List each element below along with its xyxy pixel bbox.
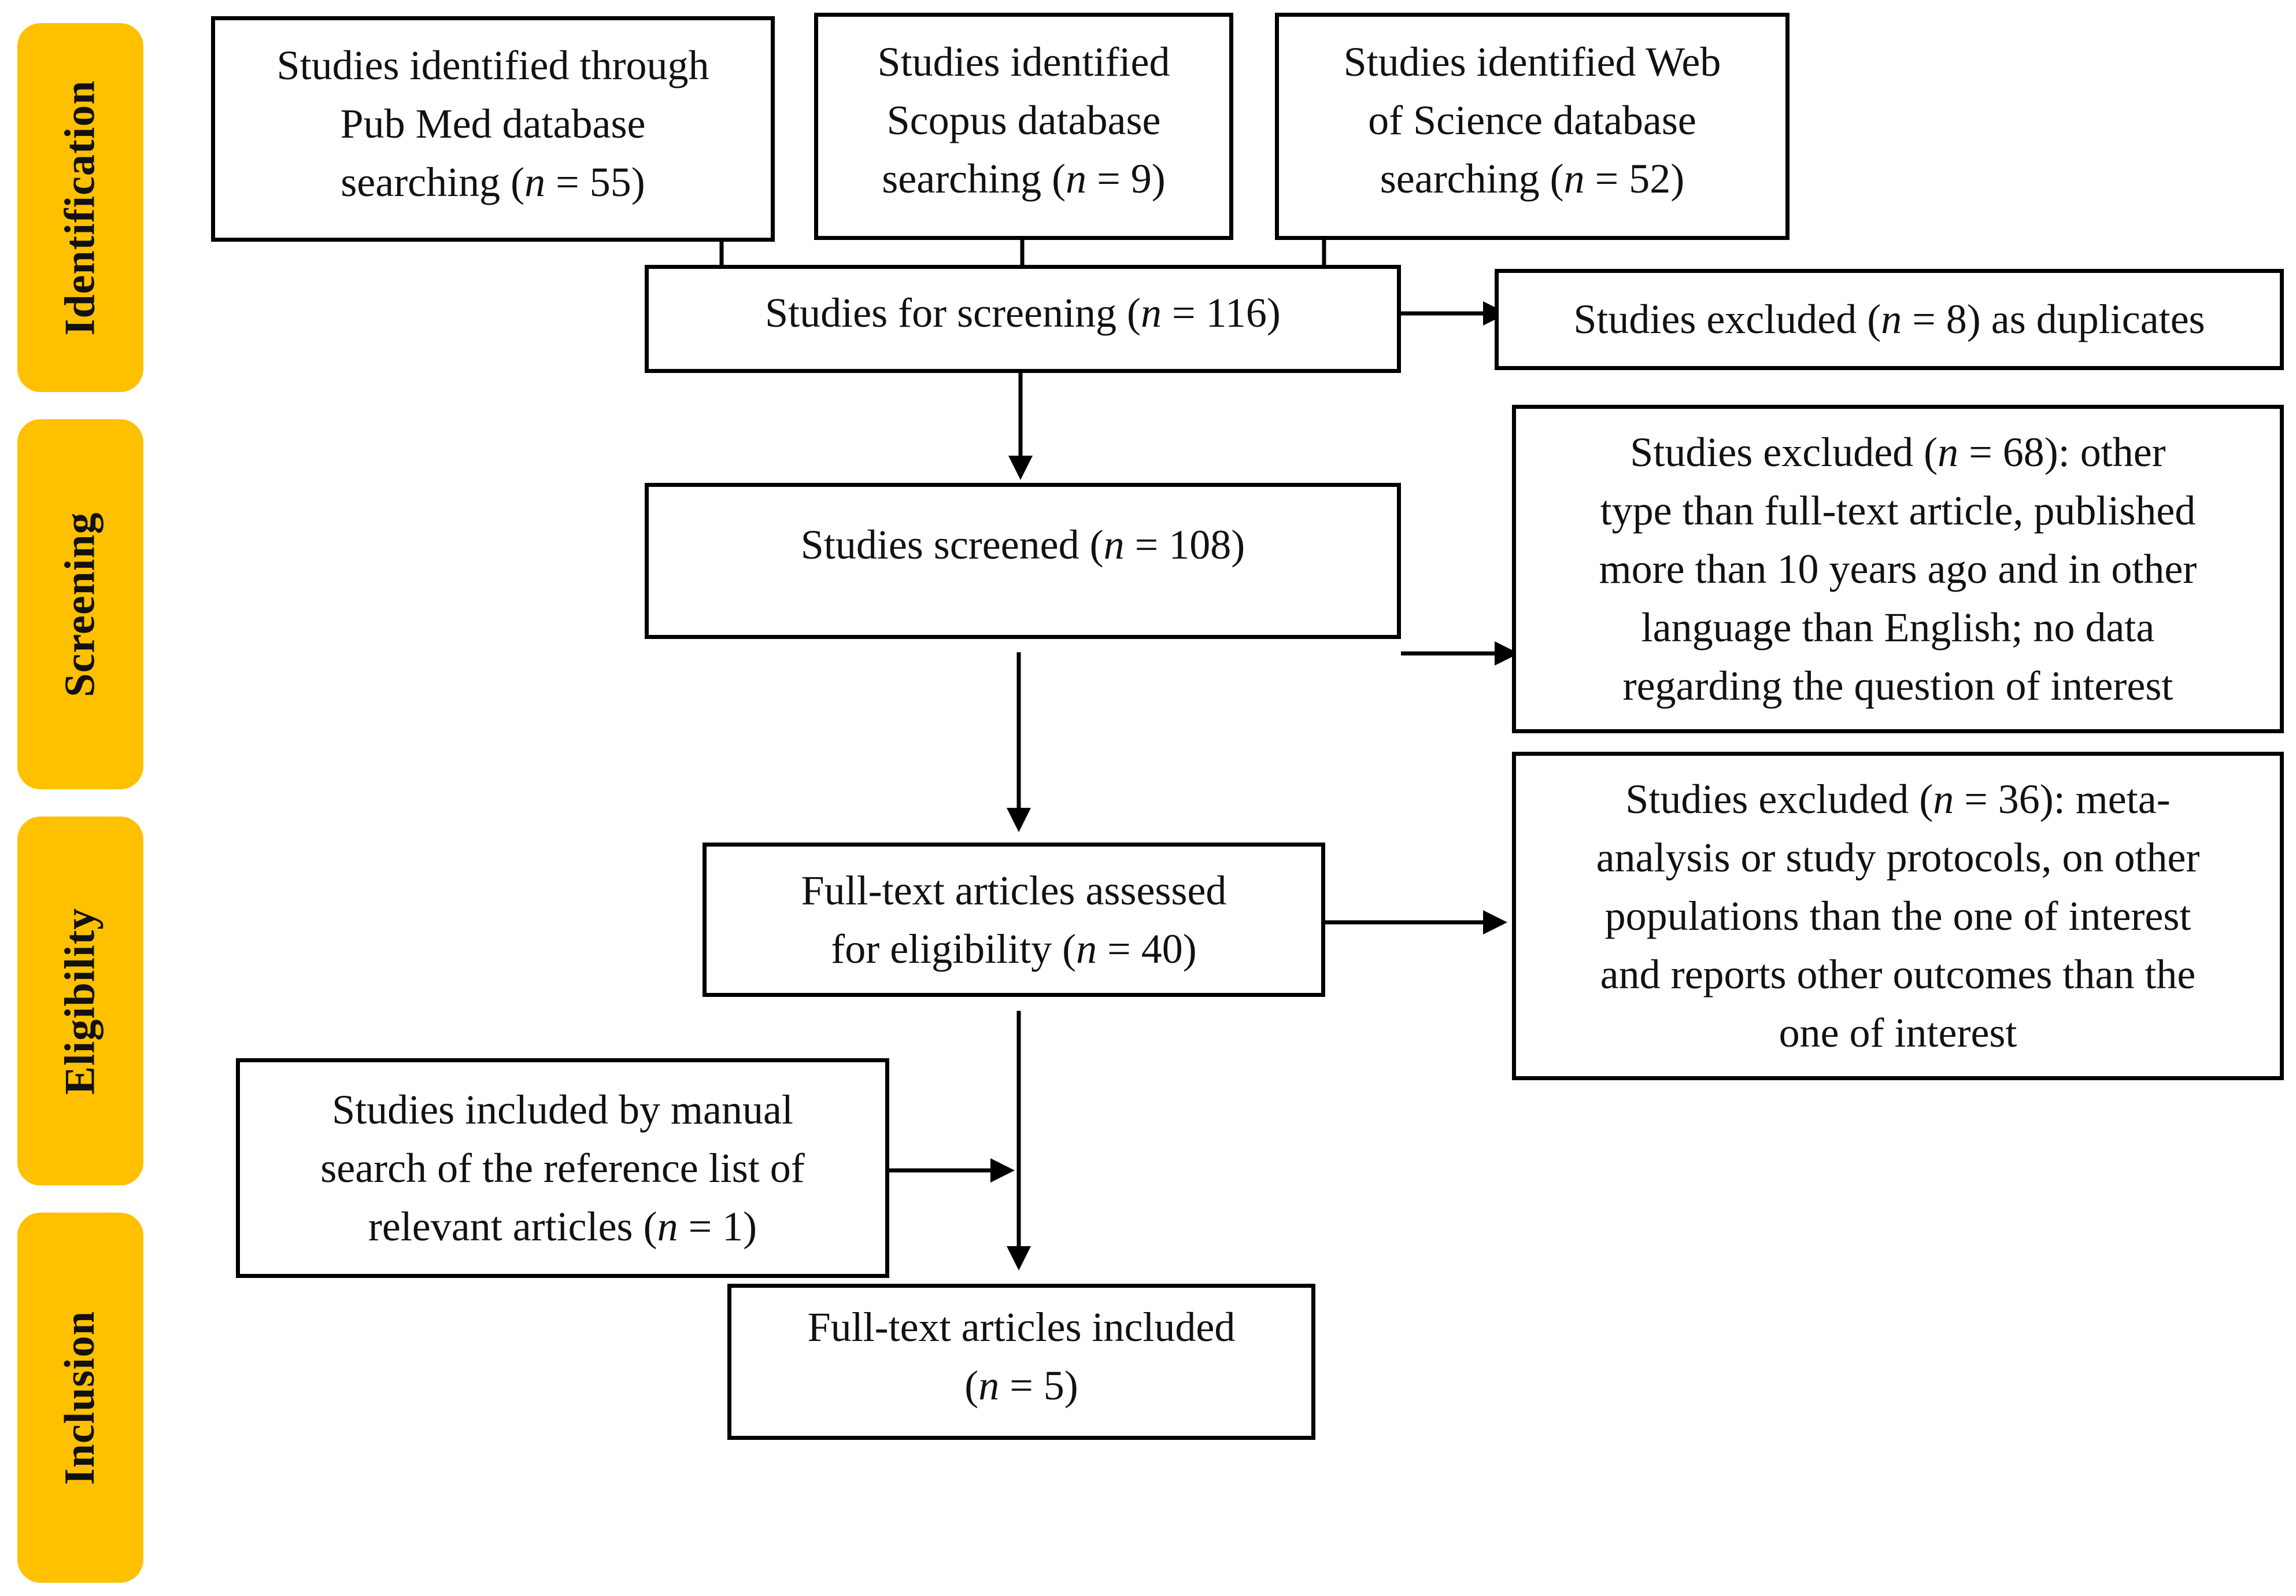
excluded-68-line-3: more than 10 years ago and in other [1599, 545, 2197, 592]
stage-identification: Identification [17, 23, 143, 392]
manual-search-n-italic: n [657, 1203, 678, 1250]
excluded-68-line-1b: = 68): other [1958, 428, 2166, 475]
stage-screening: Screening [17, 419, 143, 789]
box-studies-screened: Studies screened (n = 108) [645, 483, 1401, 639]
scopus-n-italic: n [1066, 156, 1087, 202]
included-n-italic: n [978, 1362, 1000, 1409]
for-screening-text-b: = 116) [1161, 290, 1281, 336]
excluded-36-line-1b: = 36): meta- [1954, 775, 2171, 822]
included-line-2a: ( [964, 1362, 979, 1409]
stage-eligibility: Eligibility [17, 817, 143, 1185]
scopus-line-3b: = 9) [1086, 156, 1166, 202]
stage-inclusion-label: Inclusion [56, 1310, 104, 1485]
excluded-68-line-4: language than English; no data [1641, 604, 2155, 651]
wos-line-3a: searching ( [1380, 156, 1564, 202]
box-fulltext-included: Full-text articles included (n = 5) [727, 1284, 1315, 1440]
duplicates-text-a: Studies excluded ( [1573, 296, 1881, 342]
manual-search-line-2: search of the reference list of [320, 1144, 805, 1191]
box-excluded-68: Studies excluded (n = 68): other type th… [1512, 405, 2284, 733]
manual-search-line-3b: = 1) [678, 1203, 757, 1250]
fulltext-assessed-line-1: Full-text articles assessed [801, 867, 1227, 914]
scopus-line-2: Scopus database [886, 97, 1161, 143]
excluded-68-line-2: type than full-text article, published [1600, 487, 2196, 534]
box-scopus-search: Studies identified Scopus database searc… [814, 13, 1233, 240]
wos-line-3b: = 52) [1584, 156, 1685, 202]
screened-text-a: Studies screened ( [800, 522, 1104, 568]
box-studies-for-screening: Studies for screening (n = 116) [645, 265, 1401, 373]
wos-line-1: Studies identified Web [1343, 39, 1721, 85]
box-excluded-36: Studies excluded (n = 36): meta- analysi… [1512, 752, 2284, 1080]
scopus-line-3a: searching ( [882, 156, 1066, 202]
scopus-line-1: Studies identified [877, 39, 1170, 85]
manual-search-line-3a: relevant articles ( [368, 1203, 657, 1250]
pubmed-n-italic: n [524, 159, 546, 205]
fulltext-assessed-line-2a: for eligibility ( [831, 925, 1077, 972]
screened-n-italic: n [1103, 522, 1125, 568]
pubmed-line-3b: = 55) [545, 159, 645, 205]
stage-inclusion: Inclusion [17, 1213, 143, 1583]
excluded-68-n-italic: n [1938, 428, 1959, 475]
duplicates-n-italic: n [1881, 296, 1902, 342]
excluded-36-line-1a: Studies excluded ( [1625, 775, 1933, 822]
pubmed-line-3a: searching ( [341, 159, 525, 205]
duplicates-text-b: = 8) as duplicates [1902, 296, 2205, 342]
excluded-36-line-4: and reports other outcomes than the [1600, 951, 2196, 998]
box-manual-search: Studies included by manual search of the… [236, 1058, 889, 1278]
included-line-1: Full-text articles included [807, 1304, 1236, 1350]
excluded-36-line-5: one of interest [1779, 1009, 2017, 1056]
for-screening-n-italic: n [1140, 290, 1162, 336]
fulltext-assessed-line-2b: = 40) [1097, 925, 1197, 972]
manual-search-line-1: Studies included by manual [332, 1086, 793, 1133]
stage-eligibility-label: Eligibility [56, 907, 104, 1095]
excluded-68-line-5: regarding the question of interest [1622, 662, 2173, 709]
excluded-36-n-italic: n [1933, 775, 1954, 822]
box-wos-search: Studies identified Web of Science databa… [1275, 13, 1790, 240]
excluded-36-line-3: populations than the one of interest [1604, 892, 2191, 939]
included-line-2b: = 5) [999, 1362, 1078, 1409]
wos-line-2: of Science database [1368, 97, 1696, 143]
pubmed-line-2: Pub Med database [340, 101, 646, 147]
screened-text-b: = 108) [1124, 522, 1245, 568]
box-excluded-duplicates: Studies excluded (n = 8) as duplicates [1495, 269, 2284, 370]
wos-n-italic: n [1563, 156, 1585, 202]
fulltext-assessed-n-italic: n [1076, 925, 1097, 972]
for-screening-text-a: Studies for screening ( [765, 290, 1141, 336]
excluded-36-line-2: analysis or study protocols, on other [1596, 834, 2200, 881]
pubmed-line-1: Studies identified through [276, 42, 709, 88]
excluded-68-line-1a: Studies excluded ( [1630, 428, 1938, 475]
box-fulltext-assessed: Full-text articles assessed for eligibil… [703, 843, 1325, 997]
box-pubmed-search: Studies identified through Pub Med datab… [211, 16, 775, 242]
stage-identification-label: Identification [56, 80, 104, 335]
stage-screening-label: Screening [56, 511, 104, 697]
